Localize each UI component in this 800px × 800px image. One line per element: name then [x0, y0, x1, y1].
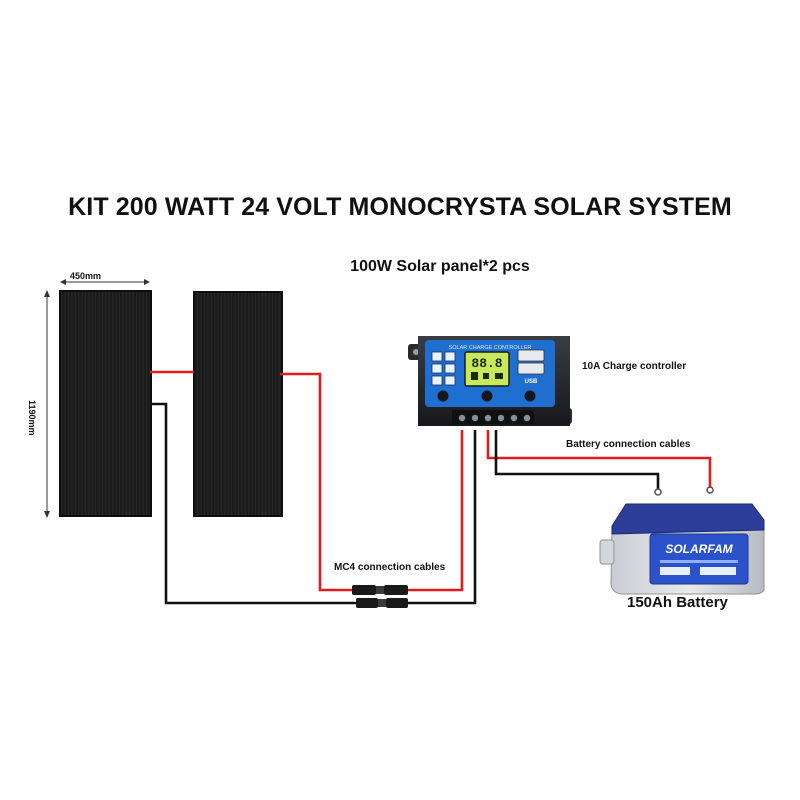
panel-negative-wire [150, 402, 356, 605]
controller-button-center [481, 390, 493, 402]
controller-label: 10A Charge controller [582, 361, 687, 372]
solar-panel-1 [59, 290, 152, 517]
page-title: KIT 200 WATT 24 VOLT MONOCRYSTA SOLAR SY… [68, 193, 732, 221]
solar-panel-2 [193, 291, 283, 517]
controller-screen-title: SOLAR CHARGE CONTROLLER [449, 345, 532, 351]
battery: SOLARFAM [599, 503, 765, 595]
wiring [150, 370, 712, 605]
controller-button-left [437, 390, 449, 402]
panel-width-label: 450mm [70, 271, 102, 281]
mc4-to-controller-black [406, 430, 477, 605]
battery-cables-label: Battery connection cables [566, 439, 691, 450]
usb-label: USB [525, 379, 538, 385]
controller-button-right [524, 390, 536, 402]
panel-positive-wire [280, 372, 352, 592]
controller-to-battery-black [494, 430, 660, 490]
battery-brand-text: SOLARFAM [665, 542, 733, 556]
panels-caption: 100W Solar panel*2 pcs [350, 258, 530, 275]
battery-lid [611, 503, 765, 535]
usb-port-2 [517, 362, 545, 375]
usb-port-1 [517, 349, 545, 362]
battery-cable-lugs [654, 486, 714, 496]
mc4-cables-label: MC4 connection cables [334, 562, 446, 573]
mc4-connectors [352, 585, 408, 608]
controller-lcd-value: 88.8 [471, 356, 502, 371]
controller-to-battery-red [486, 430, 712, 488]
height-dimension-arrow [44, 290, 50, 518]
width-dimension-arrow [60, 279, 150, 285]
mc4-to-controller-red [408, 430, 464, 592]
battery-label: 150Ah Battery [627, 594, 728, 611]
charge-controller: SOLAR CHARGE CONTROLLER 88.8 USB [408, 336, 572, 426]
